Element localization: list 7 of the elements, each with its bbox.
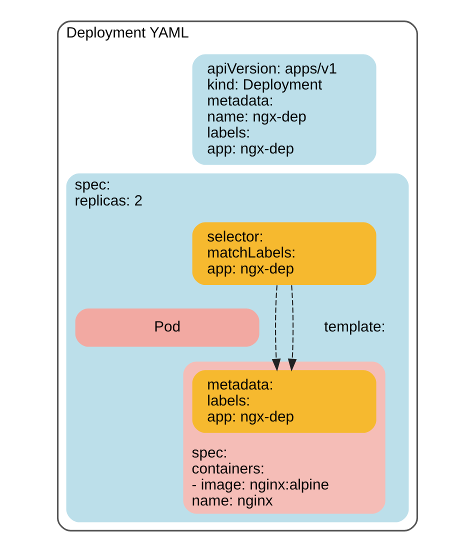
node-box: selector: matchLabels: app: ngx-dep (192, 222, 376, 286)
arrow (287, 285, 296, 372)
node-box: metadata: labels: app: ngx-dep (192, 370, 376, 433)
label: template: (324, 320, 385, 336)
node-box: Pod (74, 308, 259, 347)
node-box: apiVersion: apps/v1 kind: Deployment metadata: name: ngx-dep labels: app: ngx-dep (192, 54, 376, 165)
arrow (271, 285, 280, 372)
